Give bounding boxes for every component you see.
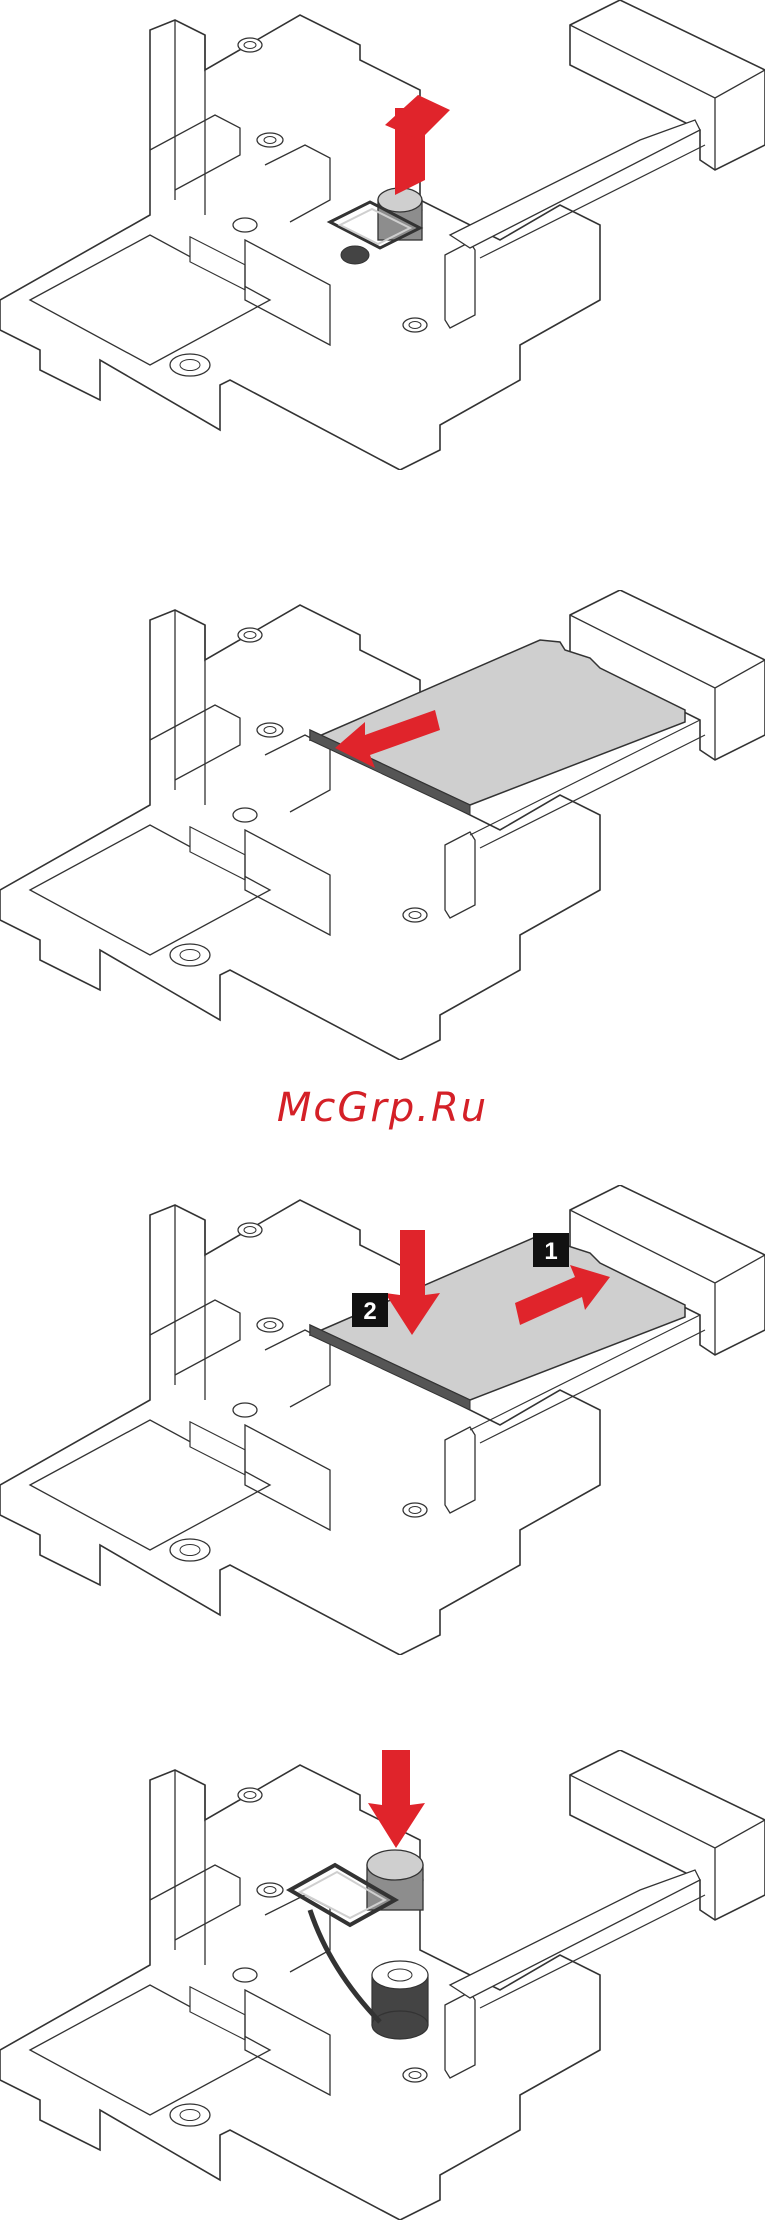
tray-drawing: [0, 1185, 765, 1655]
callout-1: 1: [533, 1233, 569, 1267]
step-2-panel: [0, 590, 765, 1060]
callout-2-label: 2: [363, 1298, 376, 1325]
standoff: [372, 1961, 428, 2039]
step-3-diagram: 1 2: [0, 1185, 765, 1655]
step-1-panel: [0, 0, 765, 470]
tray-drawing: [0, 590, 765, 1060]
step-3-panel: 1 2: [0, 1185, 765, 1655]
callout-1-label: 1: [544, 1238, 557, 1265]
step-2-diagram: [0, 590, 765, 1060]
step-4-panel: [0, 1750, 765, 2220]
watermark: McGrp.Ru: [0, 1085, 765, 1131]
step-4-diagram: [0, 1750, 765, 2220]
callout-2: 2: [352, 1293, 388, 1327]
step-1-diagram: [0, 0, 765, 470]
